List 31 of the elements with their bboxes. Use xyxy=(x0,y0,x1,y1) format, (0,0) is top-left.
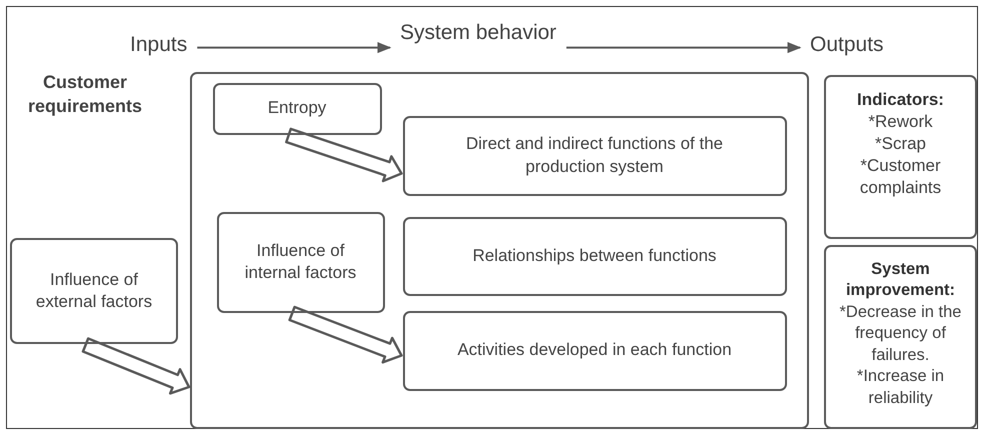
box-text: *Scrap xyxy=(874,133,926,156)
system-boundary-box xyxy=(190,72,809,429)
box-text: *Rework xyxy=(868,111,933,134)
box-text: *Increase in reliability xyxy=(856,366,946,409)
box-text: Influence of external factors xyxy=(34,268,154,313)
process-box xyxy=(402,116,786,196)
box-text: Relationships between functions xyxy=(472,244,716,267)
arrow xyxy=(197,42,392,54)
side-label: Customer requirements xyxy=(26,71,144,118)
stage-label: System behavior xyxy=(400,20,556,46)
stage-label: Inputs xyxy=(130,32,188,58)
box-text: Influence of internal factors xyxy=(244,240,358,284)
process-box xyxy=(824,245,977,429)
arrow xyxy=(566,42,802,54)
box-text: *Decrease in the frequency of failures. xyxy=(838,302,962,366)
process-box xyxy=(10,238,178,344)
process-box xyxy=(212,82,382,134)
process-box xyxy=(402,216,786,296)
block-arrow xyxy=(288,306,403,364)
box-text: Activities developed in each function xyxy=(457,339,732,362)
box-heading: Indicators: xyxy=(857,89,944,111)
process-box xyxy=(824,75,977,239)
box-heading: System improvement: xyxy=(844,259,956,302)
block-arrow xyxy=(82,337,190,395)
block-arrow xyxy=(285,128,403,182)
stage-label: Outputs xyxy=(810,32,884,58)
process-box xyxy=(216,212,384,312)
box-text: Entropy xyxy=(268,97,326,120)
box-text: Direct and indirect functions of the production system xyxy=(464,133,724,178)
box-text: *Customer complaints xyxy=(858,155,942,200)
process-box xyxy=(402,310,786,390)
